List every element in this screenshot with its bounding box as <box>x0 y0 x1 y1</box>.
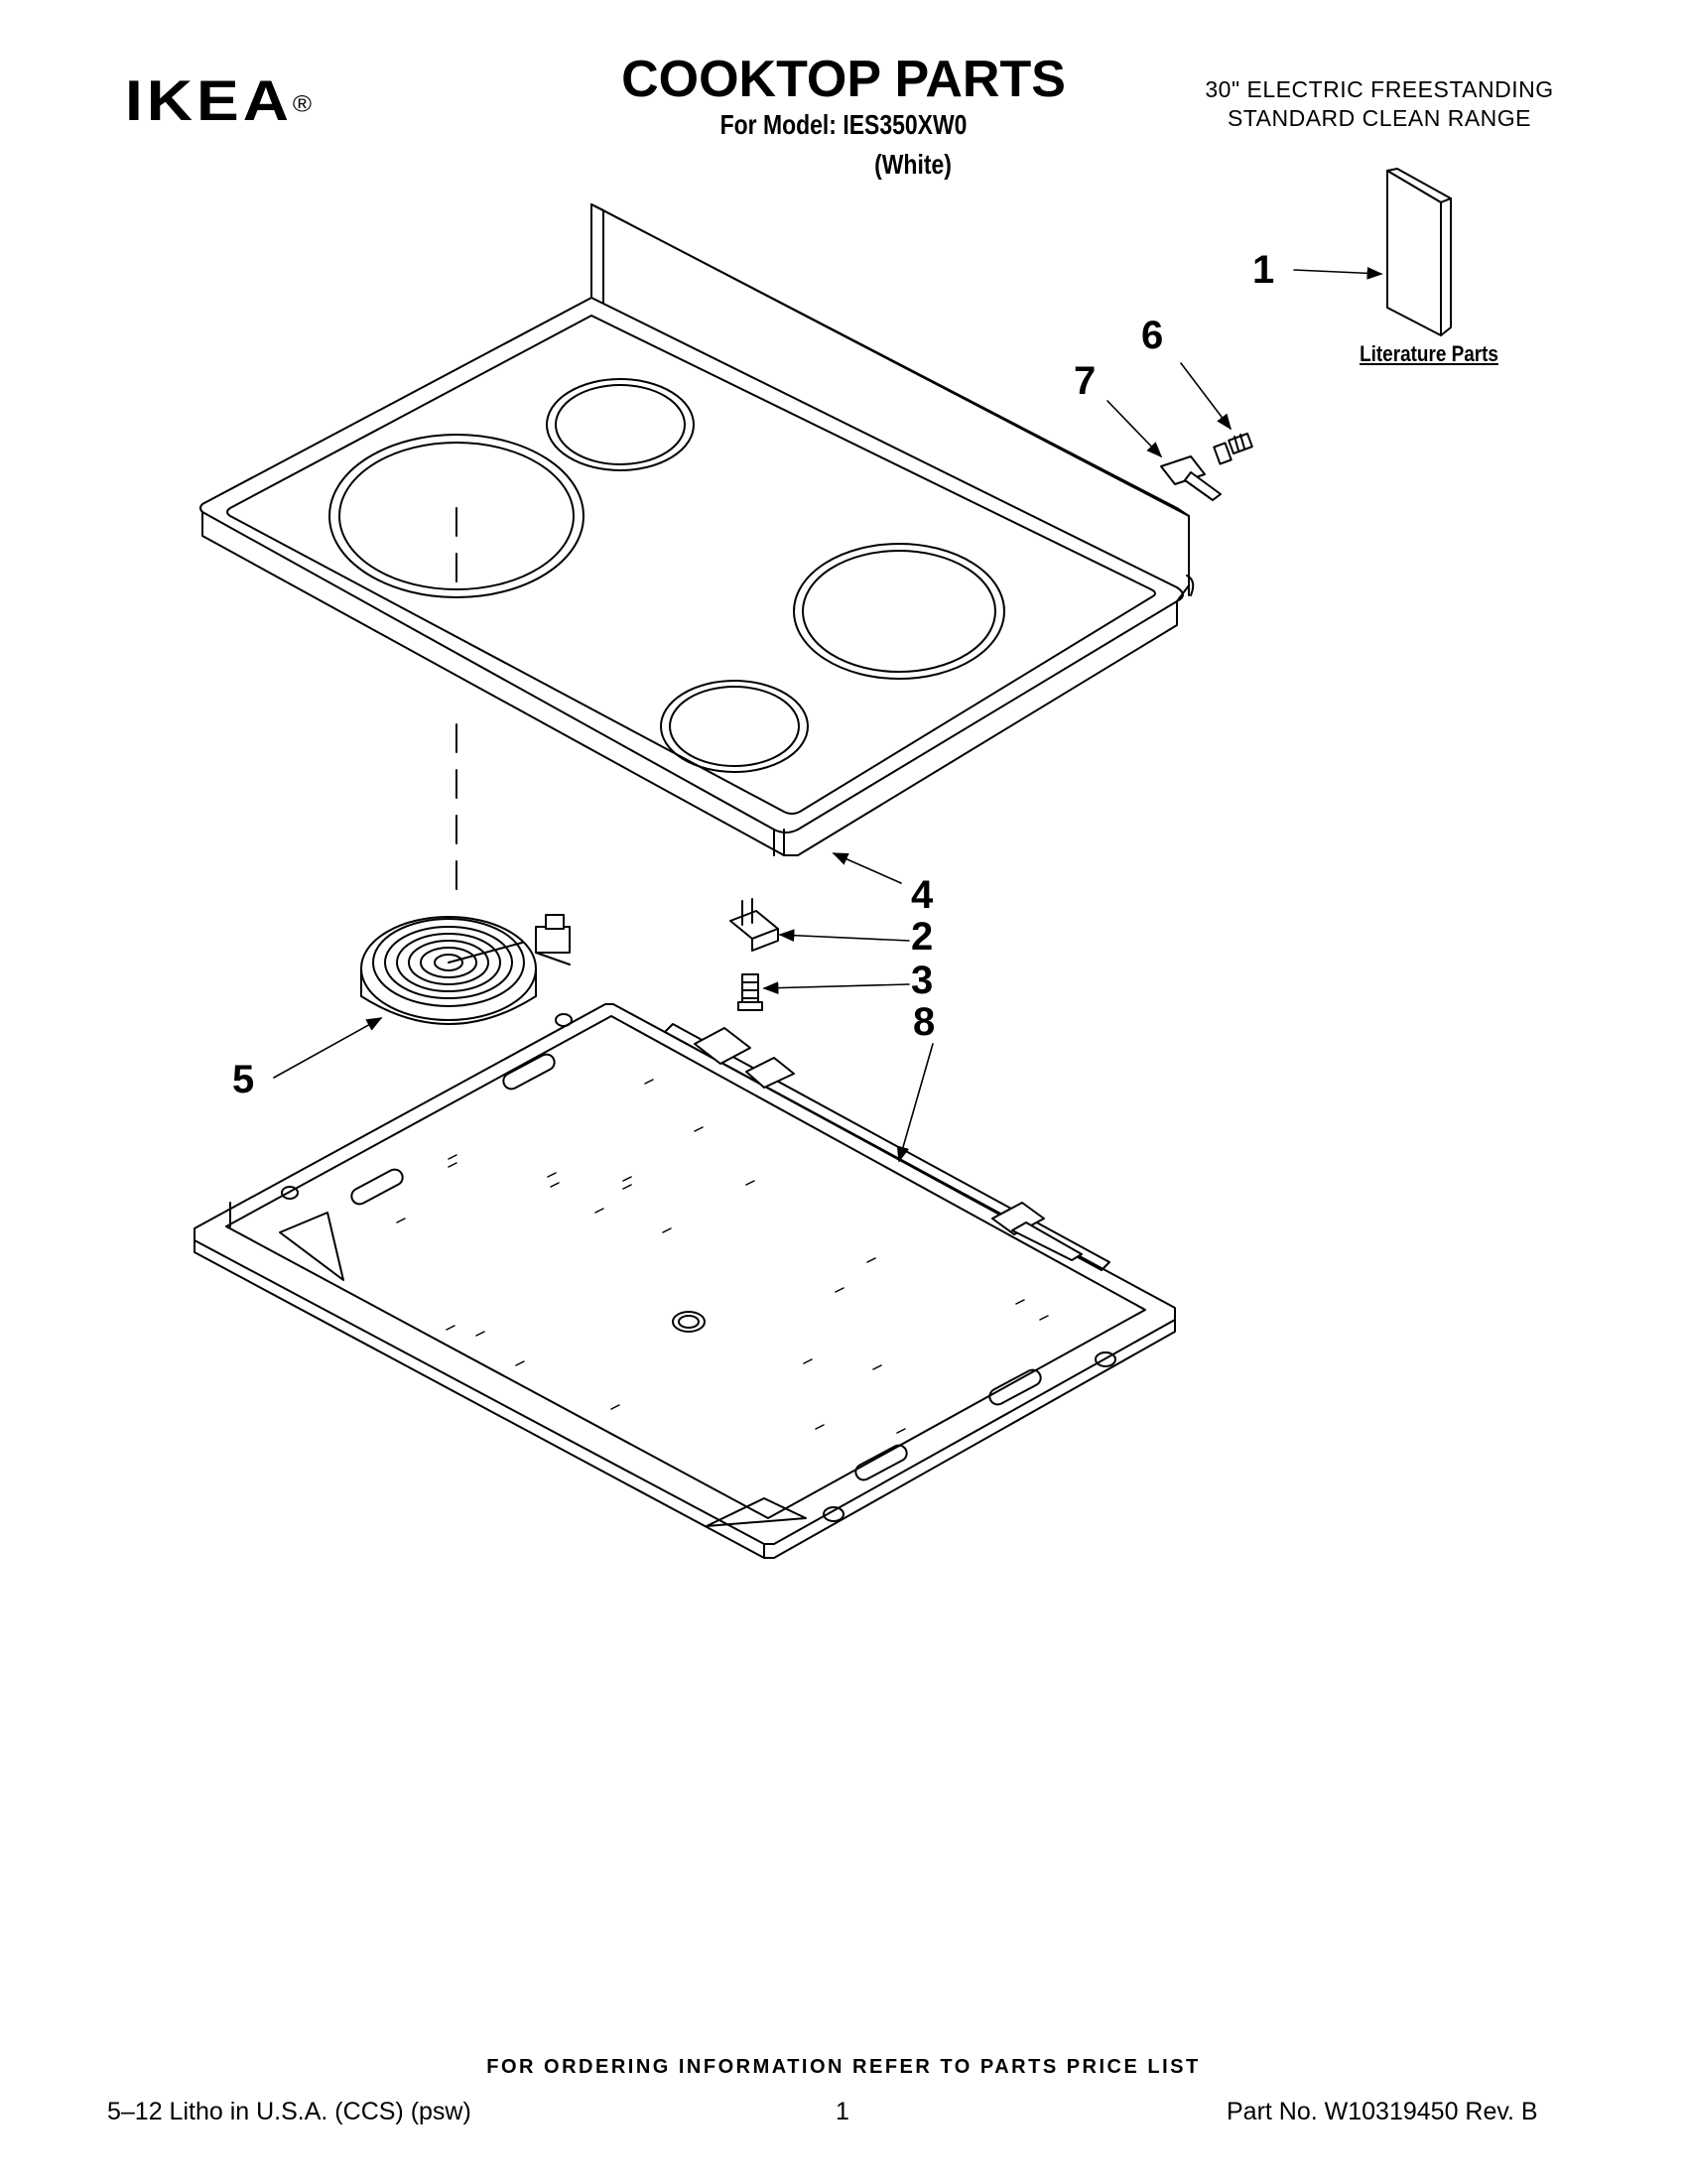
callout-2: 2 <box>911 915 934 959</box>
cooktop-glass <box>199 203 1195 856</box>
callout-4: 4 <box>911 873 934 917</box>
main-top-panel <box>194 1003 1176 1559</box>
registered-mark: ® <box>292 90 317 118</box>
description-line-2: STANDARD CLEAN RANGE <box>1227 105 1532 131</box>
part-number: Part No. W10319450 Rev. B <box>1227 2098 1538 2125</box>
callout-5: 5 <box>232 1058 255 1101</box>
bracket-clip <box>729 898 779 952</box>
litho-note: 5–12 Litho in U.S.A. (CCS) (psw) <box>107 2098 471 2125</box>
description-line-1: 30" ELECTRIC FREESTANDING <box>1205 76 1554 102</box>
radiant-surface-element <box>360 914 571 1025</box>
callout-3: 3 <box>911 959 934 1002</box>
leader-lines <box>273 266 1383 1163</box>
upper-bracket <box>1160 455 1222 501</box>
page-number: 1 <box>836 2098 849 2125</box>
callout-6: 6 <box>1141 314 1164 357</box>
callout-7: 7 <box>1074 359 1097 403</box>
brand-wordmark: IKEA <box>125 67 293 133</box>
range-description: 30" ELECTRIC FREESTANDING STANDARD CLEAN… <box>1161 75 1598 133</box>
upper-screw <box>1213 433 1253 465</box>
callout-8: 8 <box>913 1000 936 1044</box>
screw <box>737 973 763 1011</box>
literature-parts-label: Literature Parts <box>1360 341 1498 366</box>
burner-rings <box>328 378 1005 773</box>
color-line: (White) <box>874 149 952 180</box>
ikea-logo: IKEA® <box>125 71 393 129</box>
ordering-note: FOR ORDERING INFORMATION REFER TO PARTS … <box>486 2056 1201 2078</box>
callout-1: 1 <box>1252 248 1275 292</box>
page-title: COOKTOP PARTS <box>621 51 1066 108</box>
model-line: For Model: IES350XW0 <box>719 109 968 140</box>
literature-booklet <box>1386 168 1452 336</box>
